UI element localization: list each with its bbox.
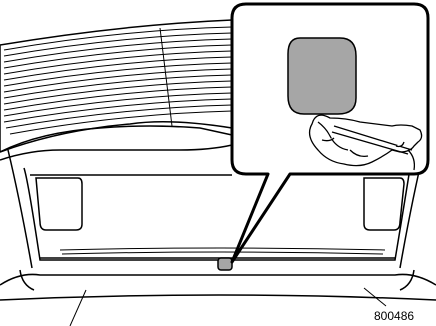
magnified-camera-lens bbox=[288, 38, 356, 114]
figure-code: 800486 bbox=[374, 309, 414, 323]
tail-light-left bbox=[36, 178, 82, 230]
bottom-leader-line bbox=[70, 290, 86, 326]
camera-lens bbox=[218, 258, 232, 270]
tail-light-right bbox=[364, 178, 404, 230]
rear-window bbox=[0, 20, 232, 152]
